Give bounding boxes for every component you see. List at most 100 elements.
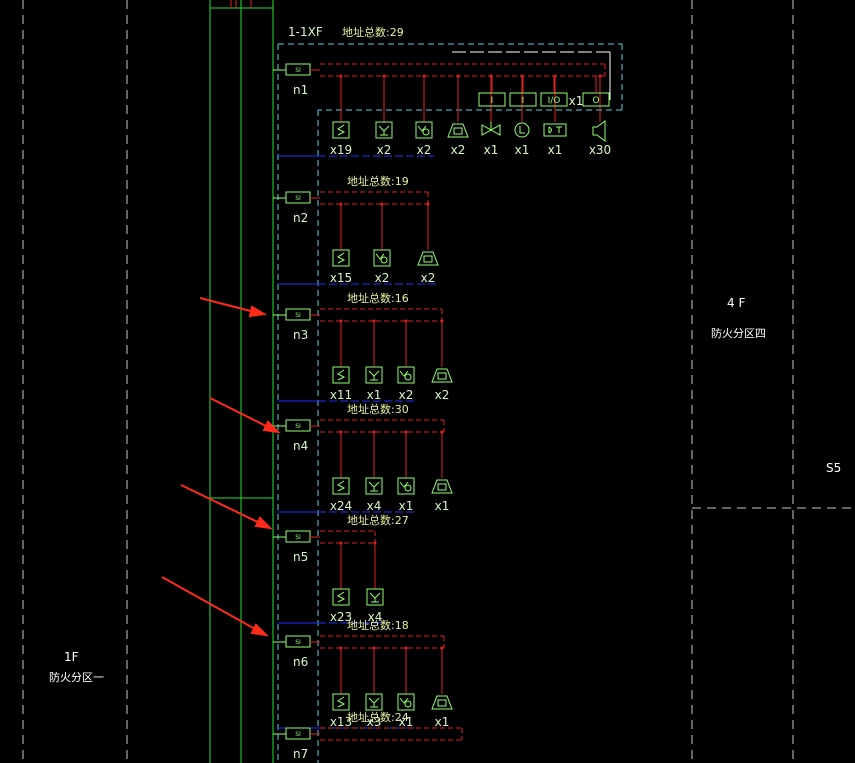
device-smoke-detector: x13 (330, 646, 352, 729)
device-count: x1 (435, 499, 450, 513)
device-heat-detector: x4 (366, 541, 384, 624)
address-total: 地址总数:24 (347, 710, 409, 724)
device-count: x13 (330, 715, 352, 729)
arrow-to-n6 (161, 576, 269, 637)
heat-detector-icon (366, 588, 384, 606)
manual-alarm-icon (431, 368, 453, 383)
smoke-detector-icon (332, 588, 350, 606)
address-total: 地址总数:19 (347, 174, 409, 188)
loop-label: n2 (293, 211, 308, 225)
device-manual-alarm: x2 (431, 319, 453, 402)
junction (422, 74, 426, 78)
panel-title: 1-1XF (288, 25, 323, 39)
junction (339, 430, 343, 434)
device-count: x11 (330, 388, 352, 402)
io-module-label: I (522, 96, 525, 106)
branch-n5: SI n5 地址总数:27 x23 x4 (273, 513, 409, 624)
manual-alarm-icon (447, 123, 469, 138)
address-total: 地址总数:16 (347, 291, 409, 305)
device-count: x24 (330, 499, 352, 513)
heat-detector-icon (365, 477, 383, 495)
io-module: I (478, 76, 506, 107)
smoke-detector-icon (332, 477, 350, 495)
loop-label: n7 (293, 747, 308, 761)
arrow-to-n5 (180, 484, 273, 530)
device-count: x4 (367, 499, 382, 513)
junction (372, 319, 376, 323)
manual-alarm-icon (431, 479, 453, 494)
device-count: x1 (399, 499, 414, 513)
heat-detector-icon (375, 121, 393, 139)
device-level: x1 (514, 74, 530, 157)
junction (404, 646, 408, 650)
riser-trunk (209, 0, 274, 763)
module-tag: SI (295, 731, 301, 738)
junction (372, 646, 376, 650)
device-count: x19 (330, 143, 352, 157)
heat-detector-icon (365, 693, 383, 711)
module-tag: SI (295, 423, 301, 430)
device-heat-detector: x1 (365, 319, 383, 402)
riser-top-stubs (230, 0, 252, 8)
module-tag: SI (295, 534, 301, 541)
loop-label: n5 (293, 550, 308, 564)
loop-label: n4 (293, 439, 308, 453)
device-combo-detector: x1 (397, 430, 415, 513)
io-module-label: I/O (548, 96, 561, 106)
junction (404, 430, 408, 434)
io-module-label: O (592, 96, 599, 106)
device-count: x1 (515, 143, 530, 157)
junction (440, 319, 444, 323)
device-count: x3 (367, 715, 382, 729)
branch-n7: SI n7 地址总数:24 (273, 710, 463, 761)
device-manual-alarm: x2 (447, 74, 469, 157)
device-dt: x1 (543, 74, 567, 157)
manual-alarm-icon (431, 695, 453, 710)
valve-icon (481, 122, 501, 136)
junction (426, 202, 430, 206)
device-count: x1 (435, 715, 450, 729)
address-total: 地址总数:30 (347, 402, 409, 416)
junction (456, 74, 460, 78)
arrow-to-n3 (199, 297, 267, 318)
junction (440, 430, 444, 434)
io-module: I (509, 76, 537, 107)
junction (373, 541, 377, 545)
device-count: x2 (399, 388, 414, 402)
junction (339, 202, 343, 206)
device-heat-detector: x2 (375, 74, 393, 157)
heat-detector-icon (365, 366, 383, 384)
device-count: x2 (377, 143, 392, 157)
device-count: x1 (367, 388, 382, 402)
junction (339, 541, 343, 545)
smoke-detector-icon (332, 693, 350, 711)
device-count: x1 (399, 715, 414, 729)
junction (372, 430, 376, 434)
device-smoke-detector: x11 (330, 319, 352, 402)
corner-label: S5 (826, 461, 841, 475)
device-count: x2 (417, 143, 432, 157)
address-total: 地址总数:27 (347, 513, 409, 527)
combo-detector-icon (397, 366, 415, 384)
device-count: x1 (484, 143, 499, 157)
device-heat-detector: x4 (365, 430, 383, 513)
device-smoke-detector: x23 (330, 541, 352, 624)
module-tag: SI (295, 195, 301, 202)
combo-detector-icon (397, 693, 415, 711)
junction (339, 646, 343, 650)
right-zone-name: 防火分区四 (711, 326, 766, 340)
loop-label: n1 (293, 83, 308, 97)
device-combo-detector: x2 (397, 319, 415, 402)
device-combo-detector: x1 (397, 646, 415, 729)
device-smoke-detector: x24 (330, 430, 352, 513)
combo-detector-icon (415, 121, 433, 139)
module-tag: SI (295, 67, 301, 74)
junction (404, 319, 408, 323)
right-zone-floor: 4 F (727, 296, 745, 310)
loop-label: n6 (293, 655, 308, 669)
